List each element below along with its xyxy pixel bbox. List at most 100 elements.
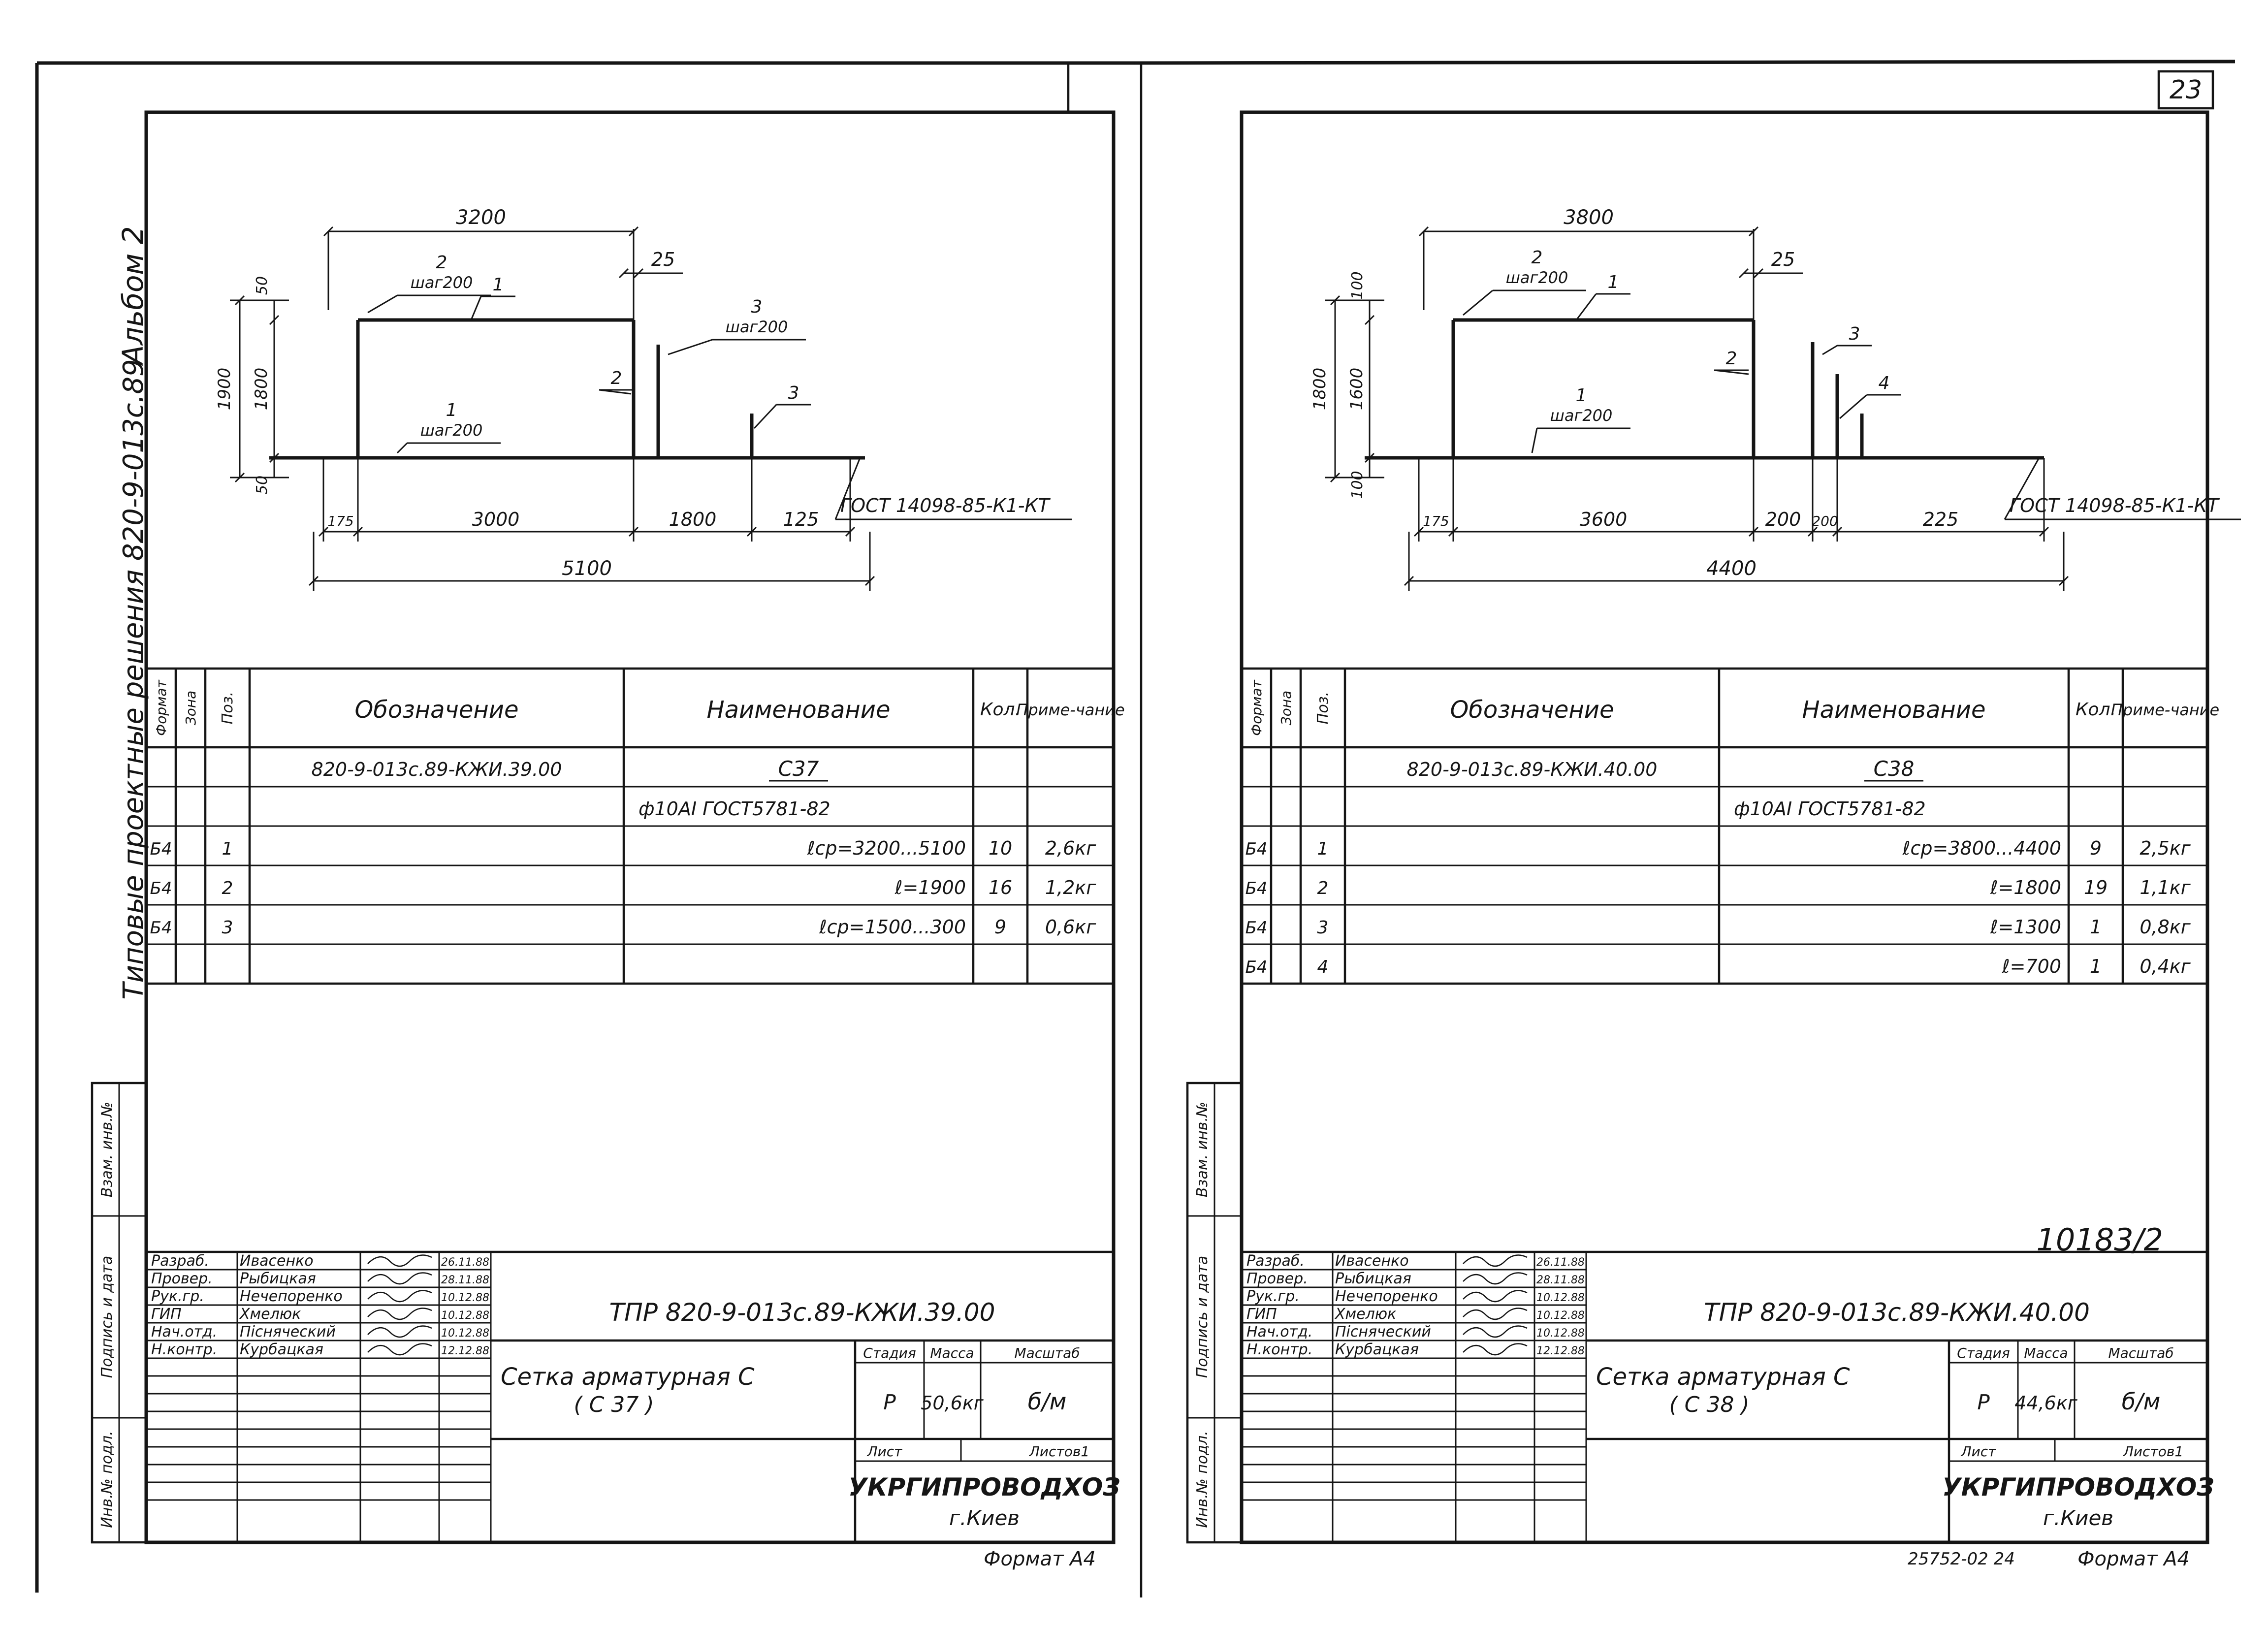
- callout-number: 3: [751, 297, 763, 317]
- callout-number: 2: [1726, 349, 1737, 369]
- callout-4: 4: [1839, 373, 1901, 419]
- date-label: 12.12.88: [441, 1345, 489, 1357]
- callout-leader: [1714, 369, 1749, 375]
- dim-top-width: 3200: [456, 206, 506, 229]
- stamp-date-label: Подпись и дата: [1194, 1256, 1211, 1378]
- role-label: Нач.отд.: [1246, 1323, 1312, 1341]
- callout-leader: [367, 294, 398, 314]
- spec-material: ф10АI ГОСТ5781-82: [639, 798, 831, 820]
- label-scale: Масштаб: [1014, 1345, 1080, 1361]
- callout-number: 2: [436, 253, 447, 273]
- dim-top-edge: 50: [254, 276, 271, 295]
- spec-row-note: 0,4кг: [2140, 956, 2191, 977]
- stage-value: Р: [1977, 1390, 1990, 1414]
- signature: [1463, 1308, 1528, 1320]
- name-label: Ивасенко: [240, 1252, 314, 1270]
- spec-row-format: Б4: [1246, 839, 1268, 859]
- signature: [1463, 1343, 1528, 1356]
- spec-row-length: ℓ=1800: [1990, 877, 2061, 898]
- spec-header-zone: Зона: [183, 691, 199, 726]
- spec-row-qty: 10: [989, 837, 1012, 859]
- callout-step: шаг200: [411, 273, 473, 292]
- dim-inner-height: 1600: [1347, 368, 1367, 411]
- spec-header-name: Наименование: [1802, 696, 1985, 724]
- spec-row-note: 2,5кг: [2140, 837, 2191, 859]
- callout-number: 2: [611, 368, 622, 388]
- date-label: 26.11.88: [441, 1256, 489, 1269]
- standard-reference: ГОСТ 14098-85-К1-КТ: [840, 495, 1051, 516]
- dim-bottom-segment: 200: [1765, 509, 1801, 530]
- stage-value: Р: [883, 1390, 896, 1414]
- role-label: Разраб.: [1246, 1252, 1305, 1270]
- signature: [367, 1254, 432, 1267]
- city: г.Киев: [2043, 1506, 2113, 1530]
- spec-row-length: ℓср=3200...5100: [807, 837, 966, 859]
- signature: [367, 1308, 432, 1320]
- callout-step: шаг200: [1506, 268, 1568, 287]
- spec-row-qty: 9: [2090, 837, 2102, 859]
- dim-total-width: 4400: [1706, 557, 1757, 580]
- signature: [1463, 1254, 1528, 1267]
- dim-total-width: 5100: [562, 557, 612, 580]
- dim-overall-height: 1800: [1310, 368, 1330, 411]
- name-label: Пісняческий: [1335, 1323, 1431, 1341]
- spec-header-name: Наименование: [706, 696, 890, 724]
- name-label: Хмелюк: [239, 1306, 301, 1323]
- callout-number: 1: [493, 275, 504, 295]
- label-mass: Масса: [930, 1345, 974, 1361]
- name-label: Ивасенко: [1335, 1252, 1409, 1270]
- date-label: 10.12.88: [441, 1309, 489, 1322]
- stamp-inv-label: Инв.№ подл.: [98, 1431, 116, 1528]
- spec-header-zone: Зона: [1278, 691, 1294, 726]
- dim-bottom-segment: 225: [1923, 509, 1959, 530]
- spec-row-note: 0,8кг: [2140, 916, 2191, 938]
- scale-value: б/м: [1028, 1388, 1067, 1415]
- spec-row-length: ℓ=1300: [1990, 916, 2061, 938]
- stamp-ref-label: Взам. инв.№: [1194, 1102, 1211, 1197]
- date-label: 10.12.88: [441, 1292, 489, 1304]
- mass-value: 50,6кг: [921, 1392, 984, 1414]
- spec-row-qty: 16: [989, 877, 1012, 898]
- format-label: Формат А4: [2077, 1548, 2190, 1570]
- spec-row-pos: 4: [1317, 957, 1329, 977]
- stamp-date-label: Подпись и дата: [98, 1256, 116, 1378]
- role-label: Н.контр.: [151, 1341, 217, 1358]
- spec-header-format: Формат: [153, 680, 169, 736]
- spec-row-length: ℓ=1900: [894, 877, 966, 898]
- name-label: Курбацкая: [240, 1341, 323, 1358]
- spec-header-note: Приме-чание: [2111, 701, 2219, 719]
- spec-row-length: ℓср=1500...300: [819, 916, 966, 938]
- spec-row-format: Б4: [1246, 918, 1268, 938]
- spec-header-format: Формат: [1248, 680, 1265, 736]
- callout-1: 1: [470, 275, 515, 320]
- dim-top-edge: 100: [1349, 271, 1366, 299]
- name-label: Курбацкая: [1335, 1341, 1419, 1358]
- role-label: Нач.отд.: [151, 1323, 217, 1341]
- callout-step: шаг200: [1550, 406, 1613, 425]
- stamp-inv-label: Инв.№ подл.: [1194, 1431, 1211, 1528]
- callout-leader: [1463, 289, 1493, 316]
- label-sheet: Лист: [1961, 1443, 1997, 1460]
- spec-header-designation: Обозначение: [354, 696, 518, 724]
- document-code: ТПР 820-9-013с.89-КЖИ.39.00: [609, 1298, 995, 1327]
- label-scale: Масштаб: [2108, 1345, 2173, 1361]
- callout-leader: [1531, 428, 1538, 453]
- dim-bottom-edge: 50: [254, 476, 271, 494]
- dimension-tick: [618, 268, 629, 279]
- dim-top-small: 25: [651, 249, 675, 270]
- role-label: Рук.гр.: [1246, 1288, 1300, 1305]
- callout-leader: [1822, 345, 1838, 355]
- spec-header-qty: Кол.: [980, 700, 1021, 720]
- spec-row-format: Б4: [150, 879, 172, 898]
- signature: [1463, 1325, 1528, 1338]
- date-label: 10.12.88: [1536, 1327, 1585, 1340]
- role-label: ГИП: [151, 1306, 182, 1323]
- organization: УКРГИПРОВОДХОЗ: [848, 1473, 1120, 1501]
- city: г.Киев: [949, 1506, 1020, 1530]
- document-code: ТПР 820-9-013с.89-КЖИ.40.00: [1704, 1298, 2090, 1327]
